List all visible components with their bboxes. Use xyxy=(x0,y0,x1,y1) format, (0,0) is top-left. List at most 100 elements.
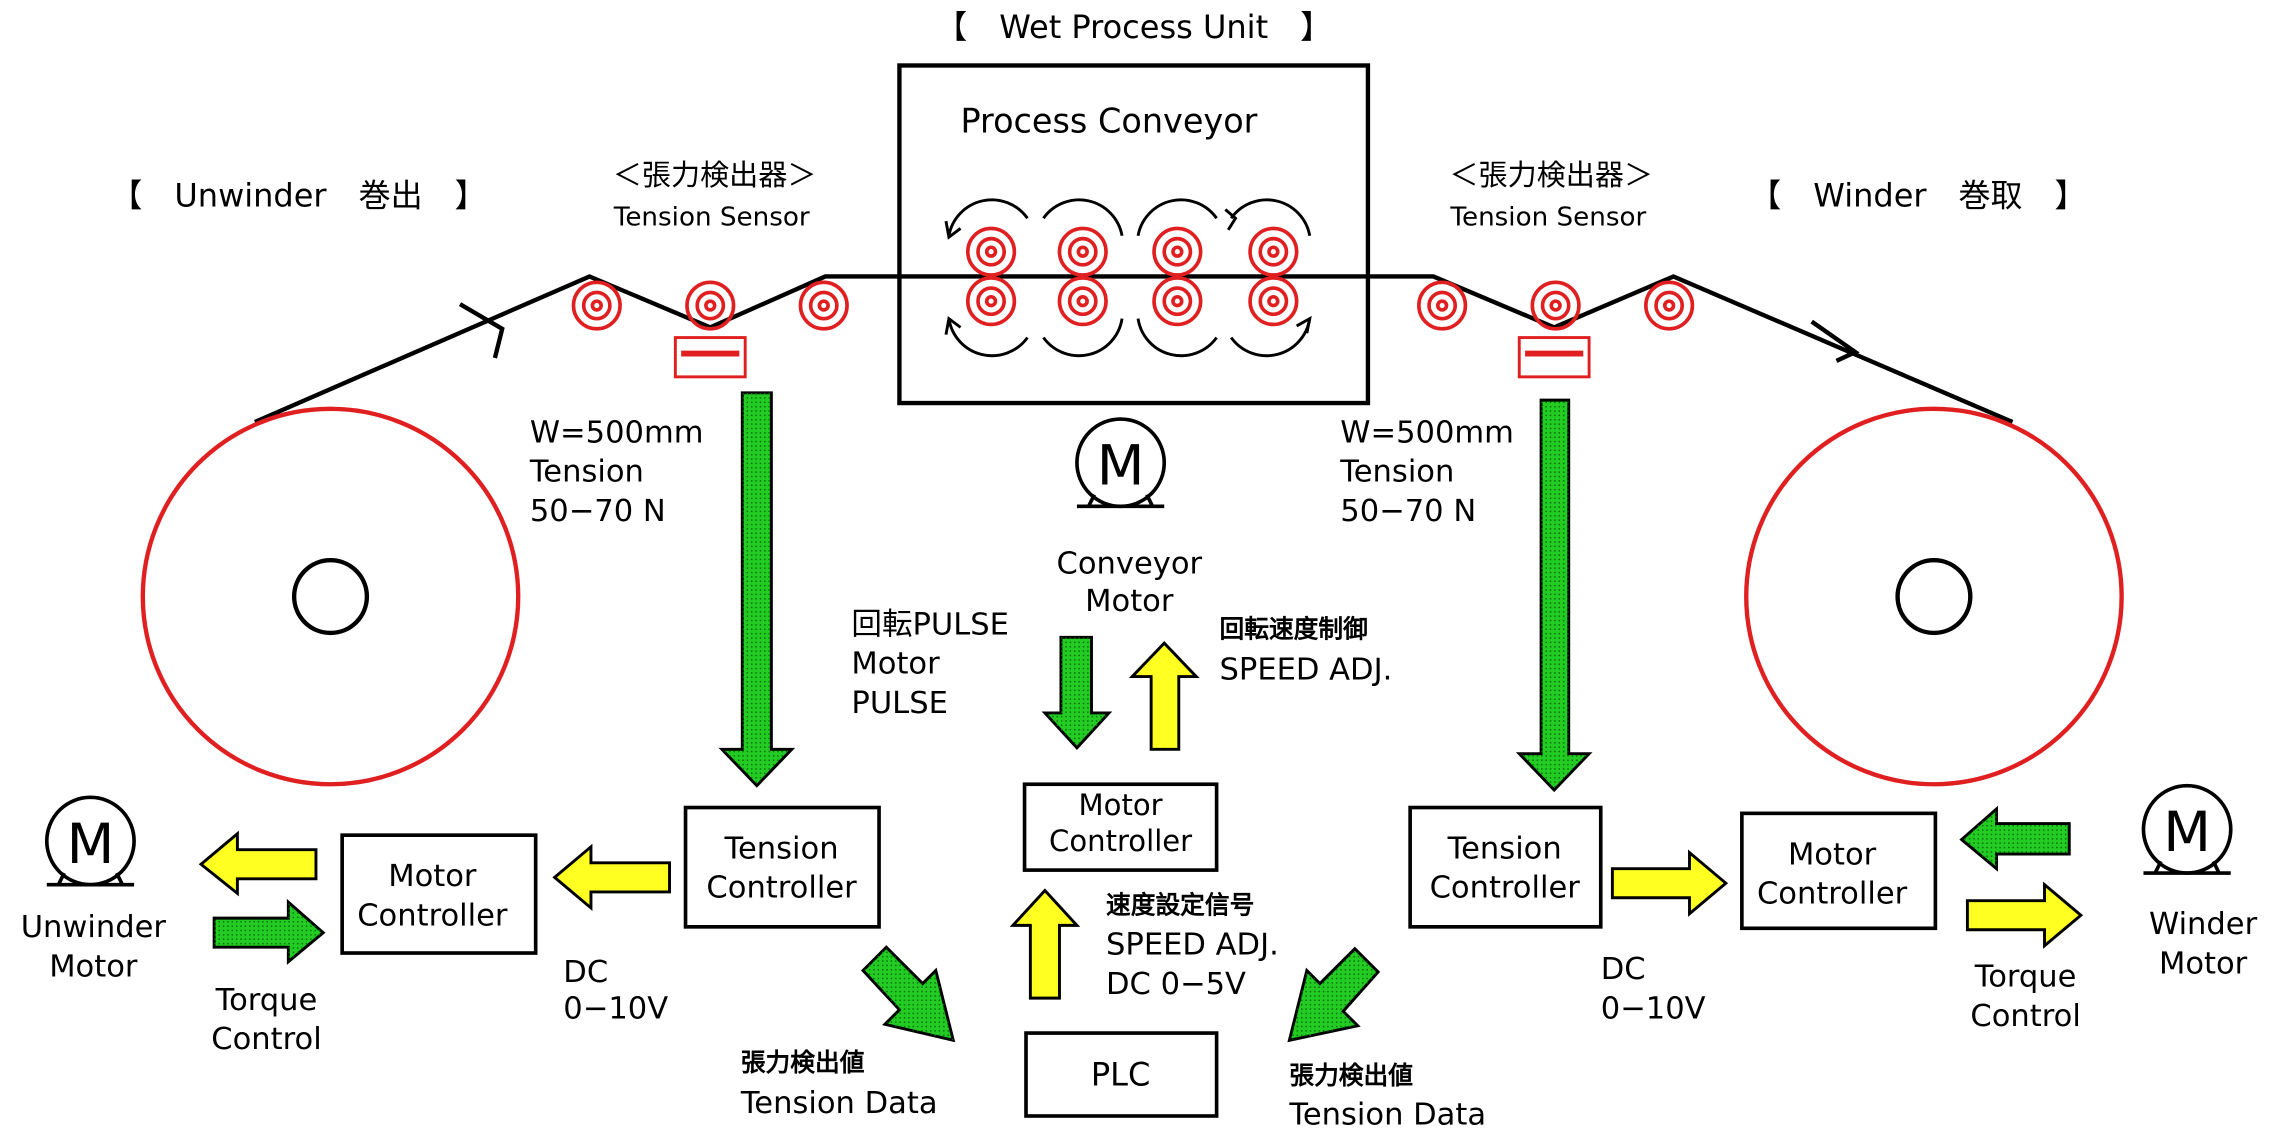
motor-controller-left: Motor Controller xyxy=(340,833,538,955)
guide-roller-4 xyxy=(1417,280,1468,331)
torque-arrow-left-green xyxy=(212,898,326,965)
svg-text:Winder: Winder xyxy=(2149,907,2258,942)
motor-controller-right: Motor Controller xyxy=(1740,811,1938,931)
svg-text:SPEED ADJ.: SPEED ADJ. xyxy=(1106,927,1279,962)
winder-motor-icon: M xyxy=(2141,783,2233,875)
tension-data-arrow-right xyxy=(1287,946,1381,1043)
tension-sensor-left-en: Tension Sensor xyxy=(613,203,810,233)
pulse-label: 回転PULSE Motor PULSE xyxy=(851,607,1009,721)
torque-arrow-right-green xyxy=(1959,805,2071,872)
dc-arrow-left xyxy=(552,843,671,912)
svg-text:W=500mm: W=500mm xyxy=(1340,415,1514,450)
svg-text:M: M xyxy=(1097,435,1145,499)
svg-text:PLC: PLC xyxy=(1091,1055,1150,1093)
guide-roller-5 xyxy=(1530,280,1581,331)
unwinder-title: 【 Unwinder 巻出 】 xyxy=(110,177,486,215)
svg-text:Tension: Tension xyxy=(1339,455,1454,490)
svg-text:Tension: Tension xyxy=(724,831,839,866)
wet-process-unit-title: 【 Wet Process Unit 】 xyxy=(935,8,1332,46)
torque-arrow-left-yellow xyxy=(198,830,318,897)
svg-text:M: M xyxy=(67,813,115,877)
speed-adj-bottom-label: 速度設定信号 SPEED ADJ. DC 0−5V xyxy=(1106,891,1279,1002)
svg-text:0−10V: 0−10V xyxy=(1601,992,1706,1027)
svg-text:Controller: Controller xyxy=(357,898,508,933)
svg-text:Motor: Motor xyxy=(2159,946,2248,981)
tension-sensor-left-jp: ＜張力検出器＞ xyxy=(613,158,817,192)
svg-text:Motor: Motor xyxy=(49,949,138,984)
svg-text:Conveyor: Conveyor xyxy=(1057,546,1203,581)
web-direction-arrow-right xyxy=(1810,319,1860,363)
guide-roller-1 xyxy=(571,280,622,331)
svg-text:M: M xyxy=(2163,801,2211,865)
motor-controller-center: Motor Controller xyxy=(1022,782,1219,872)
dc-right-label: DC 0−10V xyxy=(1601,952,1706,1026)
svg-text:Torque: Torque xyxy=(215,983,318,1018)
svg-text:Motor: Motor xyxy=(1788,837,1877,872)
tension-sensor-right-cell xyxy=(1517,336,1591,379)
web-path xyxy=(253,274,2014,424)
tension-data-right-label: 張力検出値 Tension Data xyxy=(1288,1061,1486,1132)
svg-text:DC: DC xyxy=(563,955,608,990)
torque-arrow-right-yellow xyxy=(1965,881,2084,949)
unwinder-motor-icon: M xyxy=(44,795,136,887)
torque-left-label: Torque Control xyxy=(211,983,321,1057)
tension-controller-right: Tension Controller xyxy=(1408,805,1603,929)
svg-text:Tension Data: Tension Data xyxy=(1288,1098,1486,1132)
motor-pulse-arrow xyxy=(1041,635,1113,751)
plc-box: PLC xyxy=(1024,1031,1219,1118)
tension-sensor-right-jp: ＜張力検出器＞ xyxy=(1449,158,1653,192)
svg-text:Controller: Controller xyxy=(1430,871,1581,906)
dc-left-label: DC 0−10V xyxy=(563,955,668,1026)
svg-text:張力検出値: 張力検出値 xyxy=(741,1048,865,1077)
svg-text:張力検出値: 張力検出値 xyxy=(1289,1061,1413,1090)
spec-left: W=500mm Tension 50−70 N xyxy=(529,415,704,529)
svg-text:Motor: Motor xyxy=(1079,788,1163,822)
svg-text:SPEED ADJ.: SPEED ADJ. xyxy=(1220,652,1393,687)
tension-data-arrow-left xyxy=(861,945,956,1043)
speed-adj-arrow-bottom xyxy=(1009,888,1081,1000)
svg-text:W=500mm: W=500mm xyxy=(530,415,704,450)
guide-roller-2 xyxy=(685,280,736,331)
svg-text:Tension: Tension xyxy=(1447,831,1562,866)
svg-text:回転速度制御: 回転速度制御 xyxy=(1220,614,1368,643)
spec-right: W=500mm Tension 50−70 N xyxy=(1339,415,1514,529)
tension-sensor-left-cell xyxy=(673,336,747,379)
conveyor-motor-label: Conveyor Motor xyxy=(1057,546,1203,619)
svg-text:回転PULSE: 回転PULSE xyxy=(851,607,1009,642)
svg-text:Motor: Motor xyxy=(388,859,477,894)
winder-reel xyxy=(1744,406,2124,787)
svg-text:PULSE: PULSE xyxy=(851,686,948,721)
svg-text:50−70 N: 50−70 N xyxy=(530,494,666,529)
winder-motor-label: Winder Motor xyxy=(2149,907,2258,981)
svg-text:Motor: Motor xyxy=(851,647,940,682)
svg-text:0−10V: 0−10V xyxy=(563,992,668,1027)
web-direction-arrow-left xyxy=(458,302,505,359)
wet-process-unit-box xyxy=(897,63,1371,406)
winder-title: 【 Winder 巻取 】 xyxy=(1749,177,2086,215)
svg-text:Controller: Controller xyxy=(1757,877,1908,912)
speed-adj-arrow-top xyxy=(1128,641,1200,751)
svg-text:Control: Control xyxy=(1970,999,2080,1034)
svg-text:Tension Data: Tension Data xyxy=(740,1086,938,1121)
tension-signal-arrow-right xyxy=(1515,398,1593,793)
dc-arrow-right xyxy=(1610,849,1729,917)
unwinder-reel xyxy=(140,406,521,787)
guide-roller-6 xyxy=(1644,280,1695,331)
svg-text:DC: DC xyxy=(1601,952,1646,987)
conveyor-motor-icon: M xyxy=(1075,417,1167,509)
svg-text:速度設定信号: 速度設定信号 xyxy=(1106,891,1254,920)
svg-text:50−70 N: 50−70 N xyxy=(1340,494,1476,529)
unwinder-motor-label: Unwinder Motor xyxy=(21,910,167,984)
svg-text:Torque: Torque xyxy=(1974,959,2077,994)
svg-text:Tension: Tension xyxy=(529,455,644,490)
tension-controller-left: Tension Controller xyxy=(683,805,881,929)
speed-adj-top-label: 回転速度制御 SPEED ADJ. xyxy=(1220,614,1393,687)
conveyor-roller-array xyxy=(944,198,1312,358)
svg-text:Control: Control xyxy=(211,1022,321,1057)
tension-sensor-right-en: Tension Sensor xyxy=(1449,203,1646,233)
svg-text:Unwinder: Unwinder xyxy=(21,910,167,945)
svg-text:Controller: Controller xyxy=(1049,824,1192,858)
process-conveyor-label: Process Conveyor xyxy=(960,101,1257,140)
svg-text:Controller: Controller xyxy=(706,871,857,906)
